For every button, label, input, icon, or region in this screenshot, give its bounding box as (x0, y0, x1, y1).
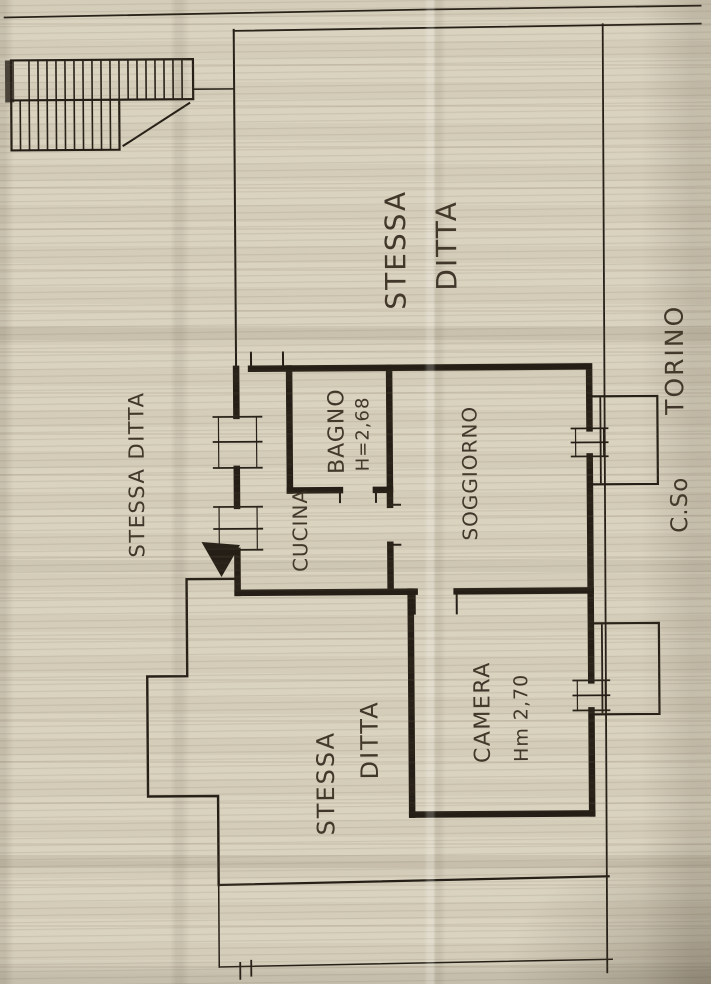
staircase-steps-lower (19, 98, 112, 152)
building-right-face (601, 23, 609, 974)
camera-left-wall (407, 588, 416, 818)
left-window-2-frame (218, 506, 258, 551)
apartment-walls (232, 363, 596, 818)
soggiorno-door-jambs (389, 503, 402, 546)
building-left-upper-wall (232, 28, 238, 370)
balcony-camera (591, 621, 661, 716)
neighbor-label-bottom-line1: STESSA (312, 731, 341, 836)
frame-bottom-left-edge (217, 884, 221, 968)
camera-door-jambs (413, 590, 458, 615)
frame-top-line (3, 4, 702, 19)
camera-window-frame (576, 679, 607, 712)
building-stepped-left-lower (146, 577, 239, 887)
room-label-cucina: CUCINA (288, 489, 313, 572)
room-label-camera: CAMERA (470, 661, 496, 763)
room-label-bagno: BAGNO (324, 388, 350, 474)
camera-bottom-wall (408, 810, 596, 818)
bagno-left-wall (285, 365, 294, 494)
neighbor-label-left: STESSA DITTA (124, 392, 149, 558)
scan-artifact (4, 60, 15, 103)
street-label-name: TORINO (660, 305, 690, 416)
frame-bottom-line (218, 958, 613, 968)
apartment-right-wall (585, 363, 596, 817)
staircase-diagonal (122, 101, 191, 148)
page-frame (3, 4, 702, 980)
door-marks (249, 351, 458, 615)
labels: STESSA DITTA STESSA DITTA STESSA DITTA B… (124, 190, 693, 836)
soggiorno-window-frame (574, 427, 605, 458)
room-label-soggiorno: SOGGIORNO (457, 406, 482, 541)
neighbor-label-top-line1: STESSA (379, 190, 413, 310)
staircase-outline (9, 58, 195, 152)
left-window-1-frame (217, 416, 258, 469)
middle-wall (234, 587, 594, 597)
balcony-soggiorno (590, 394, 660, 486)
apartment-left-wall (232, 365, 241, 597)
balcony-soggiorno-inner (599, 397, 602, 484)
frame-bottom-marks (239, 959, 253, 980)
building-top-line (232, 22, 702, 32)
entry-door-jambs (249, 351, 285, 370)
balconies (590, 394, 661, 716)
building-bottom-line (217, 875, 610, 887)
bagno-bottom-wall (286, 486, 394, 494)
room-label-bagno-height: H=2,68 (352, 397, 374, 472)
left-window-1 (212, 415, 263, 469)
camera-window (572, 679, 611, 712)
neighbor-label-bottom-line2: DITTA (355, 700, 384, 779)
windows (212, 415, 611, 712)
staircase-steps-upper (28, 58, 184, 102)
street-label-prefix: C.So (667, 477, 693, 533)
apartment-top-wall (247, 363, 587, 373)
building-outline (146, 28, 239, 887)
room-label-camera-height: Hm 2,70 (510, 674, 533, 762)
bagno-door-jambs (338, 488, 378, 504)
balcony-camera-inner (600, 624, 604, 714)
soggiorno-window (570, 427, 609, 458)
neighbor-label-top-line2: DITTA (430, 200, 464, 291)
bagno-right-divider-wall (385, 364, 394, 596)
flue-symbol (201, 541, 240, 577)
staircase (4, 58, 235, 152)
